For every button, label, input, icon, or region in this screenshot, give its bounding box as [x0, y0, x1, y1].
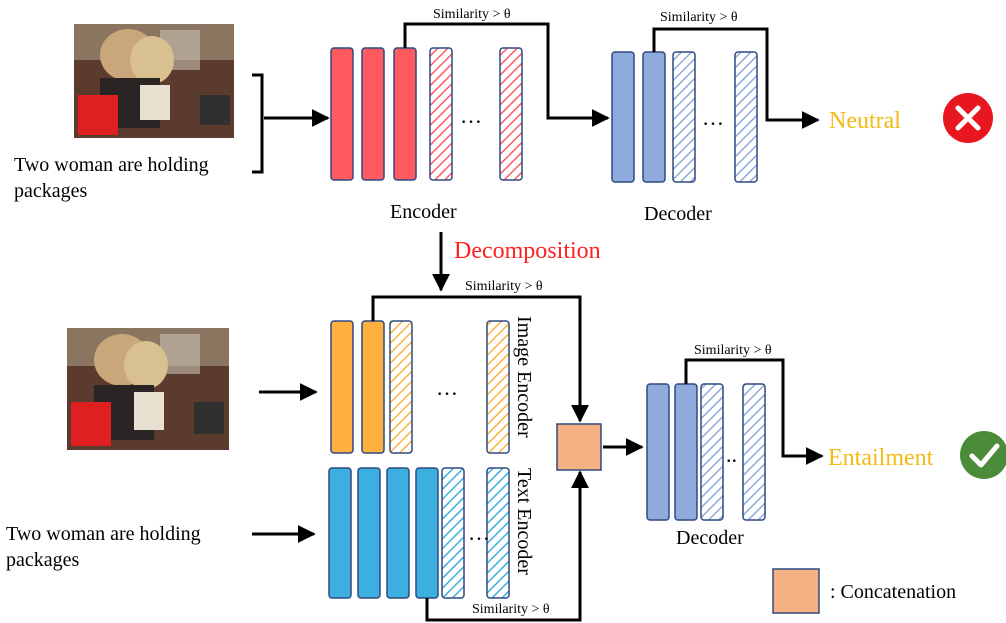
concatenation-block — [556, 423, 602, 471]
image-encoder-skip-label: Similarity > θ — [465, 279, 543, 294]
text-encoder-ellipsis: … — [468, 520, 490, 545]
encoder-layer-skipped — [499, 47, 523, 181]
encoder-layer — [330, 47, 354, 181]
text-encoder-layer-skipped — [486, 467, 510, 599]
top-encoder-skip-label: Similarity > θ — [433, 7, 511, 22]
top-encoder — [330, 47, 523, 181]
text-encoder-layer — [415, 467, 439, 599]
bottom-input-photo — [67, 328, 229, 450]
image-encoder-layer — [330, 320, 354, 454]
encoder-layer — [361, 47, 385, 181]
decoder-layer-skipped — [734, 51, 758, 183]
text-encoder-layer-skipped — [441, 467, 465, 599]
top-result-label: Neutral — [829, 108, 901, 134]
top-decoder-skip-connector — [652, 27, 820, 129]
text-encoder-layer — [357, 467, 381, 599]
text-encoder — [328, 467, 510, 599]
image-encoder-ellipsis: … — [436, 375, 458, 400]
decoder-layer — [611, 51, 635, 183]
top-decoder-label: Decoder — [644, 203, 712, 225]
text-encoder-skip-label: Similarity > θ — [472, 602, 550, 617]
decoder-layer-skipped — [742, 383, 766, 521]
text-encoder-label: Text Encoder — [513, 468, 535, 575]
top-encoder-ellipsis: … — [460, 103, 482, 128]
encoder-layer-skipped — [429, 47, 453, 181]
bottom-decoder — [646, 383, 766, 521]
image-encoder — [330, 320, 510, 454]
top-decoder-skip-label: Similarity > θ — [660, 10, 738, 25]
bottom-decoder-ellipsis: .. — [726, 442, 737, 467]
text-encoder-layer — [328, 467, 352, 599]
top-encoder-label: Encoder — [390, 201, 457, 223]
decomposition-label: Decomposition — [454, 238, 601, 264]
bottom-input-text-line1: Two woman are holding — [6, 523, 201, 545]
text-encoder-skip-connector — [425, 470, 589, 622]
legend-concatenation-label: : Concatenation — [830, 581, 956, 603]
top-decoder — [611, 51, 758, 183]
bottom-result-label: Entailment — [828, 445, 934, 471]
text-encoder-layer — [386, 467, 410, 599]
decoder-layer — [674, 383, 698, 521]
decoder-layer — [642, 51, 666, 183]
top-input-photo — [74, 24, 234, 138]
cross-icon — [943, 93, 993, 143]
top-encoder-skip-connector — [403, 22, 610, 127]
image-encoder-layer-skipped — [486, 320, 510, 454]
image-encoder-layer — [361, 320, 385, 454]
bottom-decoder-label: Decoder — [676, 527, 744, 549]
image-encoder-label: Image Encoder — [513, 316, 535, 438]
image-encoder-skip-connector — [371, 295, 589, 423]
decoder-layer — [646, 383, 670, 521]
top-input-bracket — [252, 73, 264, 174]
decoder-layer-skipped — [672, 51, 696, 183]
check-icon — [960, 431, 1006, 479]
bottom-decoder-skip-connector — [684, 358, 824, 465]
bottom-decoder-skip-label: Similarity > θ — [694, 343, 772, 358]
decoder-layer-skipped — [700, 383, 724, 521]
bottom-input-text-line2: packages — [6, 549, 80, 571]
top-input-text-line1: Two woman are holding — [14, 154, 209, 176]
encoder-layer — [393, 47, 417, 181]
top-decoder-ellipsis: … — [702, 105, 724, 130]
image-encoder-layer-skipped — [389, 320, 413, 454]
legend-concatenation-swatch — [772, 568, 820, 614]
top-input-text-line2: packages — [14, 180, 88, 202]
